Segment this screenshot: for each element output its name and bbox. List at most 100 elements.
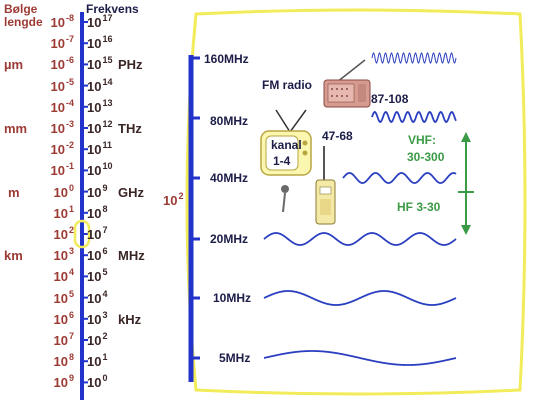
frequency-label: 1016 [87, 34, 113, 52]
wave-group [263, 52, 457, 366]
frequency-base: 10 [87, 227, 102, 242]
wavelength-label: 103 [0, 247, 74, 264]
frequency-base: 10 [87, 290, 102, 306]
wavelength-exponent: -6 [65, 55, 74, 66]
band-arrow-up [461, 132, 471, 142]
freq-label-10mhz: 10MHz [213, 291, 252, 305]
wavelength-exponent: 7 [68, 331, 74, 341]
wavelength-label: 101 [0, 203, 74, 222]
frequency-base: 10 [87, 121, 102, 136]
wave-10mhz [263, 290, 457, 306]
fm-radio-label: FM radio [262, 78, 312, 92]
freq-label-40mhz: 40MHz [210, 171, 249, 185]
wavelength-base: 10 [53, 311, 68, 327]
wavelength-exponent: -7 [65, 34, 74, 45]
detail-scale-factor: 102 [163, 192, 183, 208]
tv-channel-label: kanal [271, 138, 302, 152]
wavelength-exponent: 4 [68, 267, 74, 278]
freq-label-5mhz: 5MHz [219, 351, 251, 365]
frequency-base: 10 [87, 57, 102, 73]
wavelength-base: 10 [53, 184, 68, 200]
frequency-exponent: 8 [102, 203, 108, 214]
frequency-label: 100 [87, 373, 108, 391]
wavelength-base: 10 [50, 78, 65, 94]
frequency-label: 1014 [87, 76, 113, 95]
frequency-label: 1013 [87, 97, 113, 116]
wave-160mhz [371, 52, 457, 64]
freq-label-20mhz: 20MHz [210, 232, 249, 246]
wavelength-exponent: 2 [68, 225, 74, 235]
frequency-base: 10 [87, 36, 102, 52]
frequency-exponent: 4 [102, 288, 108, 299]
wavelength-label: 10-6 [0, 55, 74, 73]
tv-icon [260, 109, 312, 176]
fm-range-label: 87-108 [371, 92, 409, 106]
frequency-exponent: 14 [102, 76, 113, 87]
frequency-unit: MHz [118, 248, 145, 264]
wavelength-base: 10 [50, 142, 65, 158]
frequency-unit: kHz [118, 311, 142, 327]
frequency-base: 10 [87, 78, 102, 94]
frequency-base: 10 [87, 99, 102, 115]
wavelength-label: 10-3 [0, 120, 74, 137]
walkie-talkie-icon [315, 146, 336, 225]
frequency-label: 1010 [87, 162, 112, 179]
frequency-label: 109 [87, 182, 108, 201]
frequency-exponent: 16 [102, 34, 113, 45]
frequency-exponent: 9 [102, 182, 108, 193]
wavelength-exponent: 9 [68, 373, 74, 384]
wave-5mhz [263, 350, 457, 366]
wavelength-label: 102 [0, 225, 74, 243]
wavelength-label: 10-8 [0, 14, 74, 31]
frequency-exponent: 13 [102, 97, 113, 108]
frequency-label: 104 [87, 288, 108, 307]
tv-range-label: 47-68 [322, 129, 353, 143]
zoom-frame [185, 8, 527, 396]
frequency-label: 101 [87, 352, 108, 370]
frequency-base: 10 [87, 142, 102, 158]
frequency-exponent: 1 [102, 352, 108, 363]
frequency-base: 10 [87, 375, 102, 391]
wavelength-header-line2: lengde [4, 15, 43, 29]
wavelength-base: 10 [50, 99, 65, 115]
frequency-label: 1017 [87, 14, 112, 31]
tv-channel-range: 1-4 [273, 154, 291, 168]
frequency-label: 1011 [87, 141, 112, 158]
wavelength-label: 100 [0, 183, 74, 201]
wavelength-label: 10-4 [0, 97, 74, 116]
frequency-base: 10 [87, 205, 102, 221]
wave-40mhz [342, 172, 457, 184]
wavelength-label: 10-1 [0, 162, 74, 179]
wavelength-exponent: 8 [68, 352, 74, 363]
wavelength-exponent: 6 [68, 309, 74, 320]
frequency-exponent: 6 [102, 246, 108, 257]
vhf-label: VHF: [408, 133, 436, 147]
wavelength-unit: km [4, 248, 23, 264]
wavelength-base: 10 [53, 290, 68, 306]
wavelength-base: 10 [53, 375, 68, 391]
main-scale-ticks [82, 21, 88, 384]
frequency-header: Frekvens [86, 2, 139, 16]
wavelength-base: 10 [50, 36, 65, 52]
highlight-oval [73, 219, 91, 249]
frequency-exponent: 15 [102, 55, 113, 66]
frequency-exponent: 0 [102, 373, 108, 384]
wavelength-label: 10-5 [0, 77, 74, 95]
band-arrow-down [461, 225, 471, 235]
wavelength-label: 106 [0, 309, 74, 328]
frequency-unit: PHz [118, 57, 143, 73]
wavelength-base: 10 [53, 333, 68, 348]
wavelength-base: 10 [53, 227, 68, 242]
wavelength-base: 10 [50, 15, 65, 30]
hf-label: HF 3-30 [397, 200, 441, 214]
frequency-base: 10 [87, 269, 102, 285]
frequency-exponent: 12 [102, 119, 113, 129]
wavelength-exponent: 1 [68, 203, 74, 214]
wavelength-exponent: -4 [65, 97, 74, 108]
microphone-icon [281, 185, 289, 213]
wavelength-label: 109 [0, 373, 74, 391]
frequency-label: 106 [87, 246, 108, 264]
frequency-exponent: 2 [102, 331, 108, 341]
